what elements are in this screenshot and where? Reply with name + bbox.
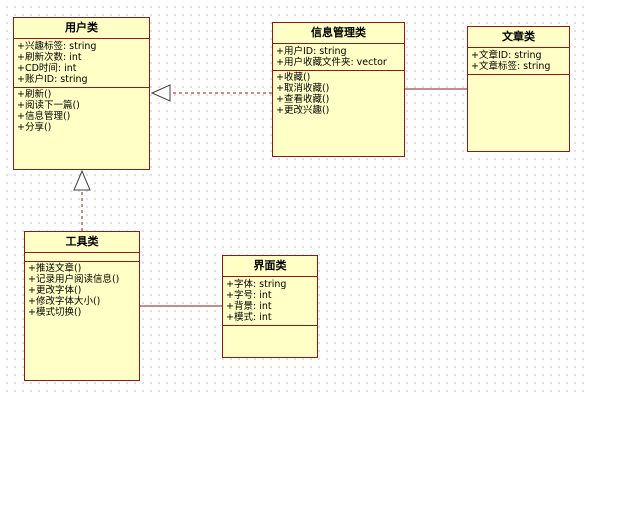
attribute: +字号: int bbox=[226, 290, 272, 301]
attribute: +CD时间: int bbox=[17, 63, 77, 74]
realization-arrowhead-user-2 bbox=[73, 169, 91, 191]
operation: +收藏() bbox=[276, 72, 311, 83]
class-ui-name: 界面类 bbox=[223, 256, 317, 277]
attribute: +文章ID: string bbox=[471, 50, 542, 61]
attribute: +字体: string bbox=[226, 279, 287, 290]
attribute: +账户ID: string bbox=[17, 74, 88, 85]
operation: +推送文章() bbox=[28, 263, 82, 274]
class-user-name: 用户类 bbox=[14, 18, 149, 39]
class-tool-name: 工具类 bbox=[25, 232, 139, 253]
class-user-operations: +刷新() +阅读下一篇() +信息管理() +分享() bbox=[14, 88, 149, 135]
operation: +刷新() bbox=[17, 89, 52, 100]
attribute: +刷新次数: int bbox=[17, 52, 82, 63]
operation: +修改字体大小() bbox=[28, 296, 101, 307]
operation: +取消收藏() bbox=[276, 83, 330, 94]
attribute: +用户收藏文件夹: vector bbox=[276, 57, 387, 68]
class-user-attributes: +兴趣标签: string +刷新次数: int +CD时间: int +账户I… bbox=[14, 39, 149, 88]
class-tool-operations: +推送文章() +记录用户阅读信息() +更改字体() +修改字体大小() +模… bbox=[25, 262, 139, 320]
operation: +更改字体() bbox=[28, 285, 82, 296]
operation: +分享() bbox=[17, 122, 52, 133]
attribute: +用户ID: string bbox=[276, 46, 347, 57]
class-info-attributes: +用户ID: string +用户收藏文件夹: vector bbox=[273, 44, 404, 71]
class-tool[interactable]: 工具类 +推送文章() +记录用户阅读信息() +更改字体() +修改字体大小(… bbox=[24, 231, 140, 381]
class-tool-attributes bbox=[25, 253, 139, 262]
class-ui-operations bbox=[223, 326, 317, 330]
operation: +查看收藏() bbox=[276, 94, 330, 105]
attribute: +文章标签: string bbox=[471, 61, 551, 72]
class-info-operations: +收藏() +取消收藏() +查看收藏() +更改兴趣() bbox=[273, 71, 404, 118]
attribute: +背景: int bbox=[226, 301, 272, 312]
class-article-name: 文章类 bbox=[468, 27, 569, 48]
operation: +模式切换() bbox=[28, 307, 82, 318]
class-ui-attributes: +字体: string +字号: int +背景: int +模式: int bbox=[223, 277, 317, 326]
class-user[interactable]: 用户类 +兴趣标签: string +刷新次数: int +CD时间: int … bbox=[13, 17, 150, 170]
attribute: +模式: int bbox=[226, 312, 272, 323]
realization-arrowhead-user bbox=[150, 84, 171, 102]
class-article-operations bbox=[468, 75, 569, 79]
class-info-name: 信息管理类 bbox=[273, 23, 404, 44]
class-ui[interactable]: 界面类 +字体: string +字号: int +背景: int +模式: i… bbox=[222, 255, 318, 358]
operation: +信息管理() bbox=[17, 111, 71, 122]
operation: +记录用户阅读信息() bbox=[28, 274, 120, 285]
class-article[interactable]: 文章类 +文章ID: string +文章标签: string bbox=[467, 26, 570, 152]
class-info[interactable]: 信息管理类 +用户ID: string +用户收藏文件夹: vector +收藏… bbox=[272, 22, 405, 157]
attribute: +兴趣标签: string bbox=[17, 41, 97, 52]
operation: +阅读下一篇() bbox=[17, 100, 80, 111]
class-article-attributes: +文章ID: string +文章标签: string bbox=[468, 48, 569, 75]
operation: +更改兴趣() bbox=[276, 105, 330, 116]
